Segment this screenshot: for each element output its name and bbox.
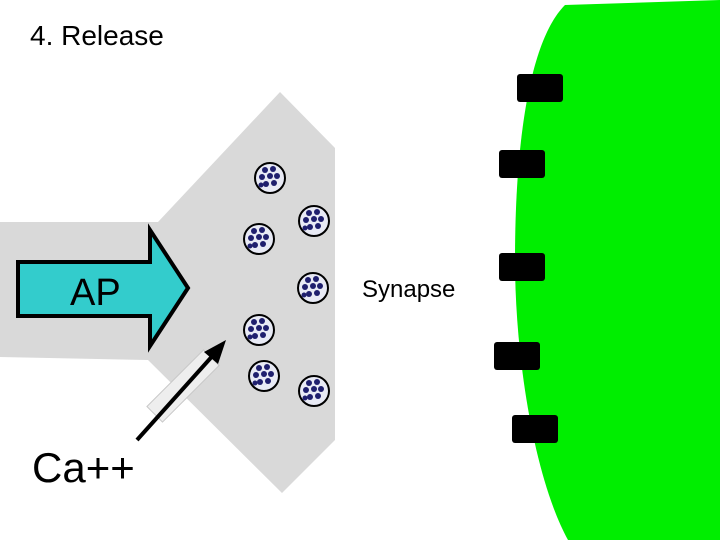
- action-potential-label: AP: [70, 272, 121, 314]
- vesicle-icon: [254, 162, 286, 194]
- receptor-1: [517, 74, 563, 102]
- vesicle-icon: [243, 314, 275, 346]
- vesicle-icon: [243, 223, 275, 255]
- receptor-3: [499, 253, 545, 281]
- synapse-label: Synapse: [362, 276, 456, 303]
- vesicle-icon: [298, 375, 330, 407]
- receptor-5: [512, 415, 558, 443]
- vesicle-icon: [298, 205, 330, 237]
- receptor-2: [499, 150, 545, 178]
- diagonal-arrow-icon: [135, 350, 218, 442]
- postsynaptic-cell: [515, 0, 720, 540]
- calcium-ion-label: Ca++: [32, 444, 135, 491]
- vesicle-icon: [297, 272, 329, 304]
- vesicle-icon: [248, 360, 280, 392]
- right-arrow-icon: [16, 223, 191, 353]
- slide-title: 4. Release: [30, 20, 164, 51]
- receptor-4: [494, 342, 540, 370]
- arrowhead-icon: [204, 340, 226, 364]
